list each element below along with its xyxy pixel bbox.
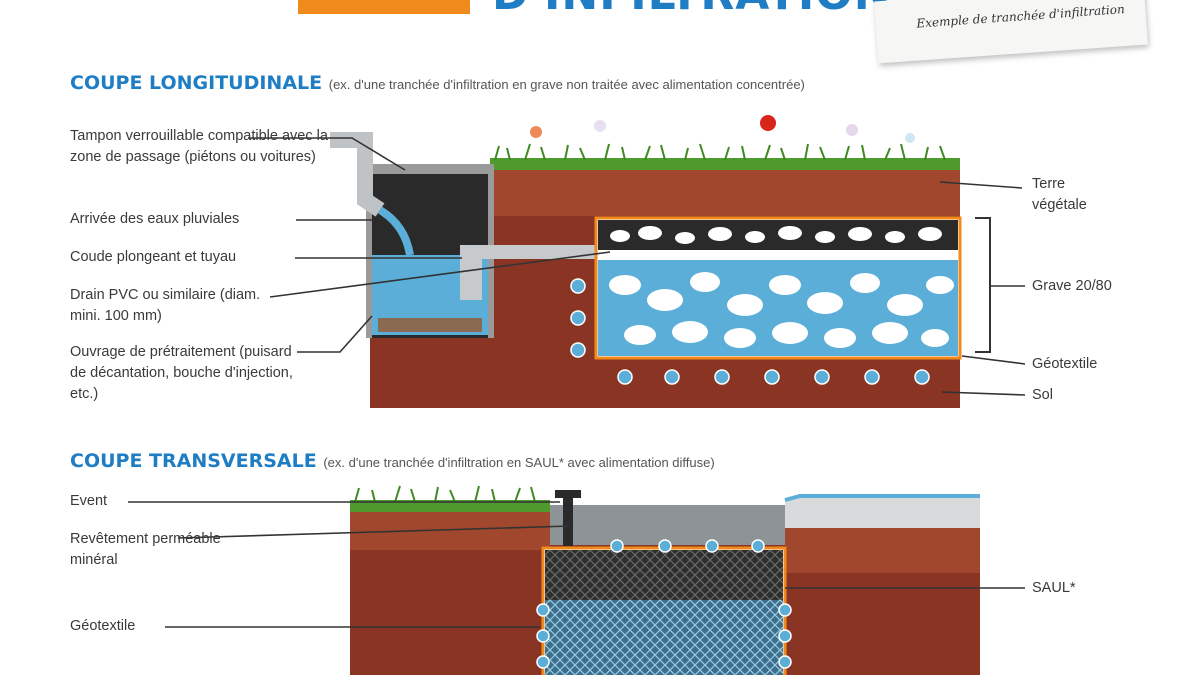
permeable-surfacing	[550, 505, 785, 545]
pavement	[785, 498, 980, 528]
section2-heading: COUPE TRANSVERSALE (ex. d'une tranchée d…	[70, 450, 715, 472]
label-pvc-drain: Drain PVC ou similaire (diam. mini. 100 …	[70, 287, 261, 324]
gravel-stones	[609, 226, 954, 348]
flower-icon	[846, 124, 858, 136]
rainwater-inlet-pipe	[330, 132, 385, 217]
label-vent: Event	[70, 493, 108, 509]
label-permeable-surfacing: Revêtement perméable minéral	[70, 531, 221, 568]
label-manhole-cover: Tampon verrouillable compatible avec la …	[70, 128, 328, 165]
rainwater-flow	[377, 206, 414, 256]
grass-blades	[494, 143, 946, 161]
saul-saturated-block	[545, 600, 783, 675]
label-plunging-elbow: Coude plongeant et tuyau	[70, 249, 237, 265]
label-pretreatment: Ouvrage de prétraitement (puisard de déc…	[70, 344, 293, 402]
gravel-bracket	[975, 217, 991, 353]
section1-subtitle: (ex. d'une tranchée d'infiltration en gr…	[328, 77, 805, 92]
label-gravel: Grave 20/80	[1032, 278, 1112, 294]
label-geotextile: Géotextile	[1032, 356, 1098, 372]
flower-icon	[905, 133, 915, 143]
orange-tab	[298, 0, 470, 14]
plunging-elbow	[460, 250, 482, 300]
surface-runoff	[784, 494, 980, 502]
grass-blades-2	[354, 485, 536, 503]
section1-heading: COUPE LONGITUDINALE (ex. d'une tranchée …	[70, 72, 805, 94]
label-rainwater-inlet: Arrivée des eaux pluviales	[70, 211, 240, 227]
infiltration-drops	[570, 278, 930, 385]
flower-icon	[530, 126, 542, 138]
section2-leader-lines	[128, 501, 1025, 628]
label-soil: Sol	[1032, 387, 1053, 403]
manhole-cover	[366, 164, 494, 174]
transversal-cut	[350, 485, 980, 675]
sediment	[378, 318, 482, 332]
section2-subtitle: (ex. d'une tranchée d'infiltration en SA…	[323, 455, 715, 470]
section2-title: COUPE TRANSVERSALE	[70, 450, 317, 472]
longitudinal-cut	[330, 115, 991, 408]
vent-pipe	[563, 496, 573, 546]
topsoil-layer	[490, 168, 960, 216]
poppy-icon	[760, 115, 776, 131]
label-geotextile-2: Géotextile	[70, 618, 136, 634]
flower-icon	[594, 120, 606, 132]
main-title: D'INFILTRATION	[492, 0, 892, 20]
label-saul: SAUL*	[1032, 580, 1076, 596]
section1-title: COUPE LONGITUDINALE	[70, 72, 323, 94]
label-topsoil: Terre végétale	[1032, 176, 1087, 213]
section1-leader-lines	[248, 137, 1026, 396]
infiltration-drops-2	[536, 539, 792, 669]
vent-cap	[555, 490, 581, 498]
grass-band-2	[350, 500, 550, 512]
saul-dry-block	[545, 550, 783, 600]
grass-band	[490, 158, 960, 170]
